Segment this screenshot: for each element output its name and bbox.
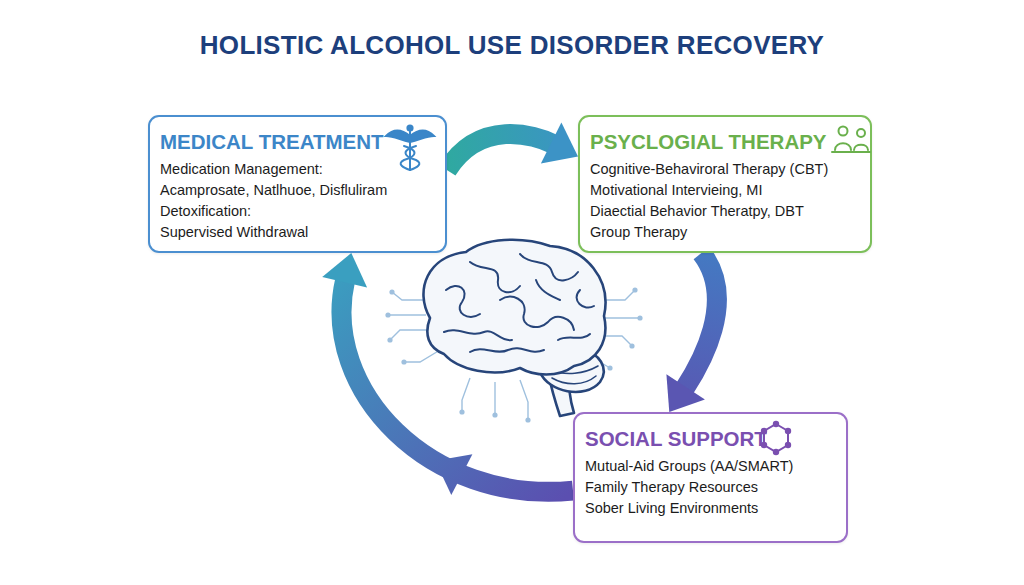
circuit-trace [588,355,610,368]
circuit-dots [385,287,642,422]
brain-gyrus [444,330,512,340]
brain-gyrus [536,280,560,300]
box-heading: MEDICAL TREATMENT [160,129,433,155]
arrow-shaft [447,134,553,170]
brain-gyrus [446,286,480,317]
circuit-dot [389,289,394,294]
circuit-dot [385,312,390,317]
circuit-dot [637,315,642,320]
box-item: Medication Management: [160,159,433,180]
brain-gyri [444,254,594,352]
circuit-trace [600,290,635,300]
box-item: Mutual-Aid Groups (AA/SMART) [585,456,834,477]
circuit-dot [632,287,637,292]
brain-stem [548,372,574,416]
box-item: Acamprosate, Natlhuoe, Disfluliram [160,180,433,201]
circuit-trace [494,382,495,415]
arrow-shaft [685,253,717,389]
circuit-lines [388,290,640,420]
brain-gyrus [558,334,590,340]
box-heading: SOCIAL SUPPORT [585,426,834,452]
circuit-dot [607,365,612,370]
brain-gyrus [470,348,544,352]
process-box: SOCIAL SUPPORT Mutual-Aid Groups (AA/SMAR… [573,412,848,543]
circuit-trace [604,317,640,318]
circuit-trace [388,314,426,315]
arrow-head [541,122,578,163]
box-item: Cognitive-Behaviroral Therapy (CBT) [590,159,858,180]
brain-illustration [423,240,605,416]
circuit-dot [629,343,634,348]
brain-gyrus [520,254,578,280]
box-item: Motivational Intervieing, MI [590,180,858,201]
circuit-dot [525,417,530,422]
box-heading: PSYCLOGIAL THERAPY [590,129,858,155]
circuit-trace [520,380,528,420]
box-item: Detoxification: [160,201,433,222]
box-item: Sober Living Environments [585,498,834,519]
arrow-head [322,253,367,287]
circuit-trace [390,330,430,340]
brain-cerebrum [423,240,605,375]
brain-gyrus [500,297,574,330]
box-item: Group Therapy [590,222,858,243]
brain-cerebellum [540,352,604,392]
process-box: PSYCLOGIAL THERAPY Cognitive-Behaviroral … [578,115,872,253]
arrow-head [435,454,472,495]
box-item: Supervised Withdrawal [160,222,433,243]
box-item: Family Therapy Resources [585,477,834,498]
circuit-trace [598,336,632,346]
circuit-trace [392,292,428,300]
cerebellum-fold [550,366,598,384]
circuit-dot [459,409,464,414]
process-box: MEDICAL TREATMENT Medication Management:A… [148,115,447,253]
circuit-trace [462,378,470,412]
cycle-arrow [322,253,573,495]
arrow-head [666,374,705,412]
circuit-trace [404,350,440,362]
circuit-dot [401,359,406,364]
cycle-arrow [666,253,716,412]
cycle-arrow [447,122,578,170]
circuit-dot [387,337,392,342]
brain-gyrus [470,262,520,292]
brain-gyrus [577,290,594,308]
diagram-title: HOLISTIC ALCOHOL USE DISORDER RECOVERY [0,28,1024,62]
circuit-dot [492,412,497,417]
box-item: Diaectial Behavior Theratpy, DBT [590,201,858,222]
